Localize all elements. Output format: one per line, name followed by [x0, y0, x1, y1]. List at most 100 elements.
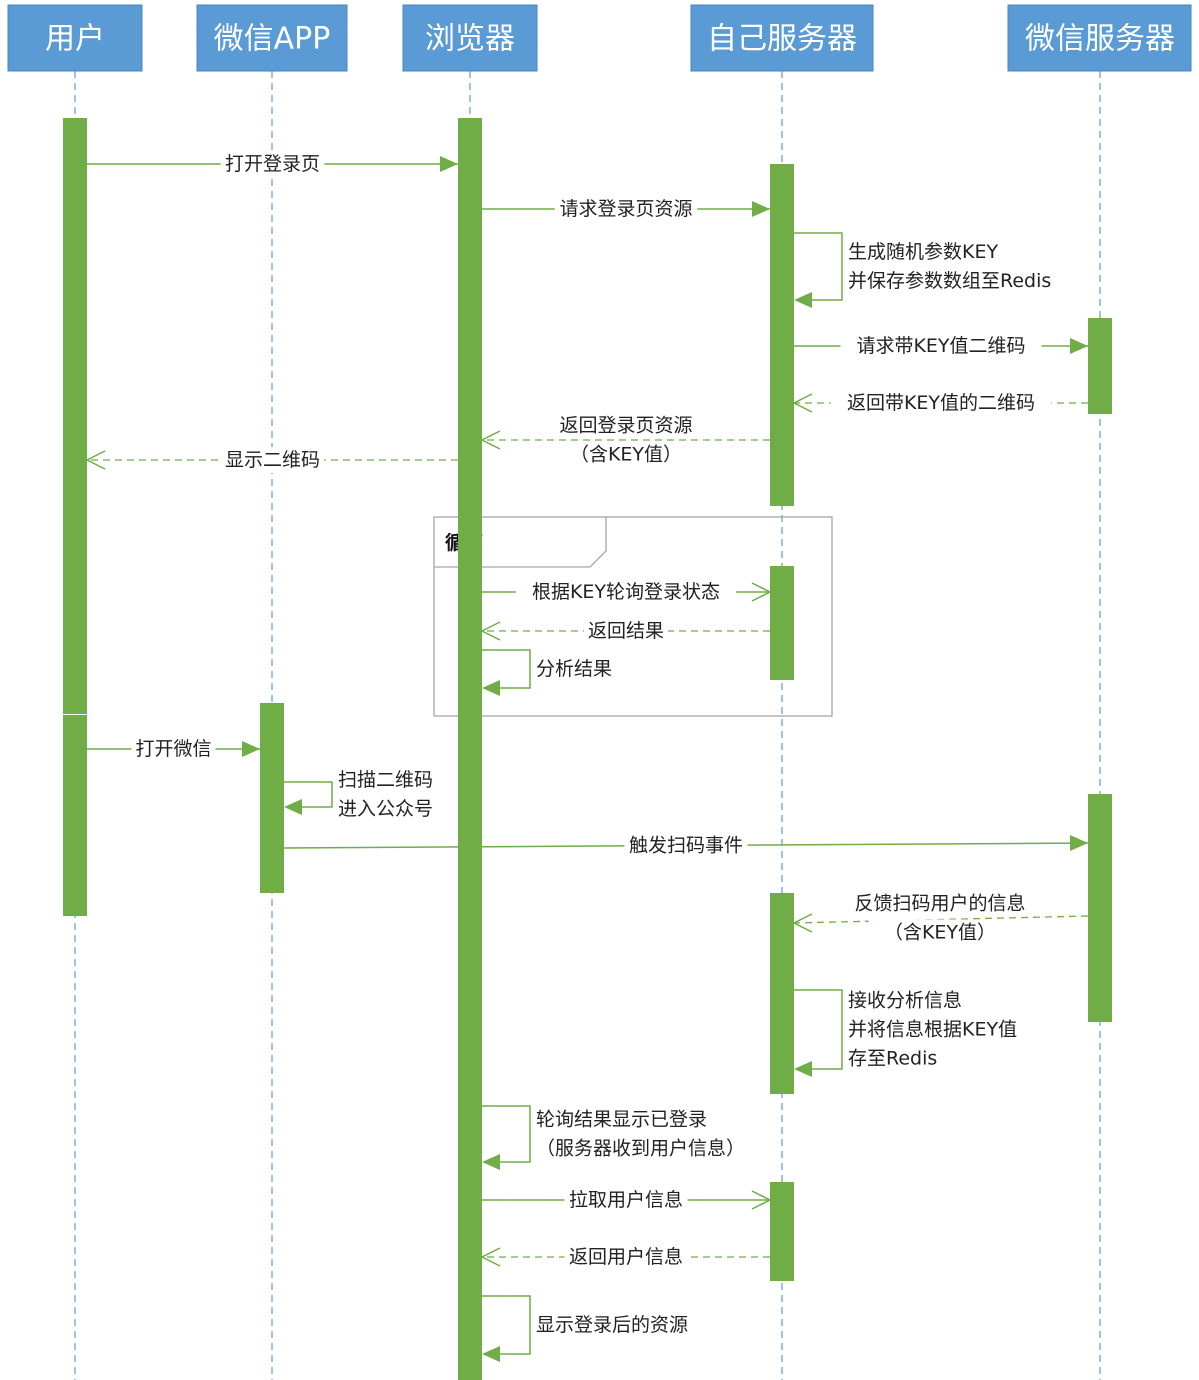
activation-bar-wxserver-9: [1088, 318, 1112, 414]
activation-bars: [63, 118, 1112, 1380]
actor-label-wxapp: 微信APP: [214, 22, 331, 57]
message-m10: 分析结果: [482, 649, 612, 696]
arrowhead: [480, 1247, 501, 1267]
message-label: 并保存参数数组至Redis: [848, 270, 1051, 292]
message-label: 触发扫码事件: [629, 835, 743, 857]
arrowhead: [284, 799, 302, 815]
actor-own: 自己服务器: [690, 4, 874, 72]
message-label-bg: [554, 196, 698, 222]
message-label-bg: [220, 151, 325, 177]
actor-headers: 用户 微信APP 浏览器 自己服务器 微信服务器: [7, 4, 1192, 72]
self-message-line: [794, 989, 843, 1070]
message-label: 返回带KEY值的二维码: [847, 392, 1035, 414]
loop-frame-border: [433, 516, 833, 717]
arrowhead: [1070, 338, 1088, 354]
arrowhead: [1070, 835, 1088, 851]
message-label: 显示登录后的资源: [536, 1314, 688, 1336]
message-label-bg: [220, 447, 325, 473]
loop-frame-tab: [434, 517, 607, 568]
arrowhead: [794, 292, 812, 308]
activation-bar-own-7: [770, 893, 794, 1094]
arrowhead: [794, 1061, 812, 1077]
message-label: （服务器收到用户信息）: [536, 1138, 745, 1160]
message-m2: 请求登录页资源: [482, 196, 770, 222]
arrowhead: [482, 1346, 500, 1362]
message-label: 请求带KEY值二维码: [856, 335, 1025, 357]
message-label: 返回结果: [588, 620, 664, 642]
message-label-bg: [584, 618, 668, 644]
message-m9: 返回结果: [480, 618, 770, 644]
lifelines: [74, 71, 1101, 1380]
actor-label-user: 用户: [45, 22, 105, 57]
message-label: 分析结果: [536, 658, 612, 680]
message-label: 请求登录页资源: [559, 198, 692, 220]
message-label-bg: [554, 412, 698, 439]
message-label: 扫描二维码: [338, 769, 433, 791]
actor-label-wxserver: 微信服务器: [1025, 22, 1175, 57]
message-label-bg: [564, 1187, 688, 1213]
message-label-bg: [564, 1244, 688, 1270]
activation-bar-own-8: [770, 1182, 794, 1281]
message-label-bg: [554, 441, 698, 468]
message-label: （含KEY值）: [570, 444, 682, 466]
message-label: 接收分析信息: [848, 990, 962, 1012]
message-m8: 根据KEY轮询登录状态: [482, 579, 772, 605]
message-label: 拉取用户信息: [569, 1189, 683, 1211]
message-m5: 返回带KEY值的二维码: [792, 390, 1088, 416]
message-label: 根据KEY轮询登录状态: [532, 581, 720, 603]
message-m14: 反馈扫码用户的信息（含KEY值）: [792, 890, 1089, 946]
message-label: 打开登录页: [225, 153, 320, 175]
message-m7: 显示二维码: [85, 447, 458, 473]
message-label: 存至Redis: [848, 1048, 937, 1070]
activation-bar-own-5: [770, 164, 794, 506]
arrowhead: [440, 156, 458, 172]
activation-bar-user-1: [63, 118, 87, 714]
actor-box-browser: [402, 4, 538, 72]
arrowhead: [751, 1190, 772, 1210]
arrowhead: [480, 430, 501, 450]
actor-label-own: 自己服务器: [707, 22, 857, 57]
arrowhead: [792, 913, 813, 933]
actor-wxserver: 微信服务器: [1007, 4, 1192, 72]
message-m16: 轮询结果显示已登录 （服务器收到用户信息）: [482, 1105, 745, 1170]
actor-label-browser: 浏览器: [425, 22, 515, 57]
message-m17: 拉取用户信息: [482, 1187, 772, 1213]
message-m19: 显示登录后的资源: [482, 1295, 688, 1362]
message-label-bg: [849, 890, 1031, 917]
message-m13: 触发扫码事件: [283, 832, 1089, 859]
activation-bar-wxapp-3: [260, 703, 284, 893]
arrowhead: [792, 393, 813, 413]
activation-bar-browser-4: [458, 118, 482, 1380]
message-label: 轮询结果显示已登录: [536, 1109, 707, 1131]
actor-wxapp: 微信APP: [196, 4, 348, 72]
actor-box-own: [690, 4, 874, 72]
actor-box-user: [7, 4, 143, 72]
arrowhead: [751, 582, 772, 602]
message-m1: 打开登录页: [87, 151, 458, 177]
message-label-bg: [868, 919, 1012, 946]
arrowhead: [480, 621, 501, 641]
self-message-line: [482, 1105, 531, 1163]
message-label: 反馈扫码用户的信息: [854, 893, 1025, 915]
message-label: 并将信息根据KEY值: [848, 1019, 1017, 1041]
message-m6: 返回登录页资源 （含KEY值）: [480, 412, 770, 468]
activation-bar-own-6: [770, 566, 794, 680]
message-label: 打开微信: [135, 738, 211, 760]
message-label-bg: [624, 832, 748, 859]
message-label: 返回用户信息: [569, 1246, 683, 1268]
message-label: 返回登录页资源: [559, 415, 692, 437]
message-label: 进入公众号: [338, 798, 433, 820]
message-label: 显示二维码: [225, 449, 320, 471]
activation-bar-wxserver-10: [1088, 794, 1112, 1022]
message-label-bg: [515, 579, 737, 605]
arrowhead: [242, 741, 260, 757]
actor-box-wxapp: [196, 4, 348, 72]
arrowhead: [482, 680, 500, 696]
message-m18: 返回用户信息: [480, 1244, 770, 1270]
arrowhead: [482, 1154, 500, 1170]
actor-box-wxserver: [1007, 4, 1192, 72]
